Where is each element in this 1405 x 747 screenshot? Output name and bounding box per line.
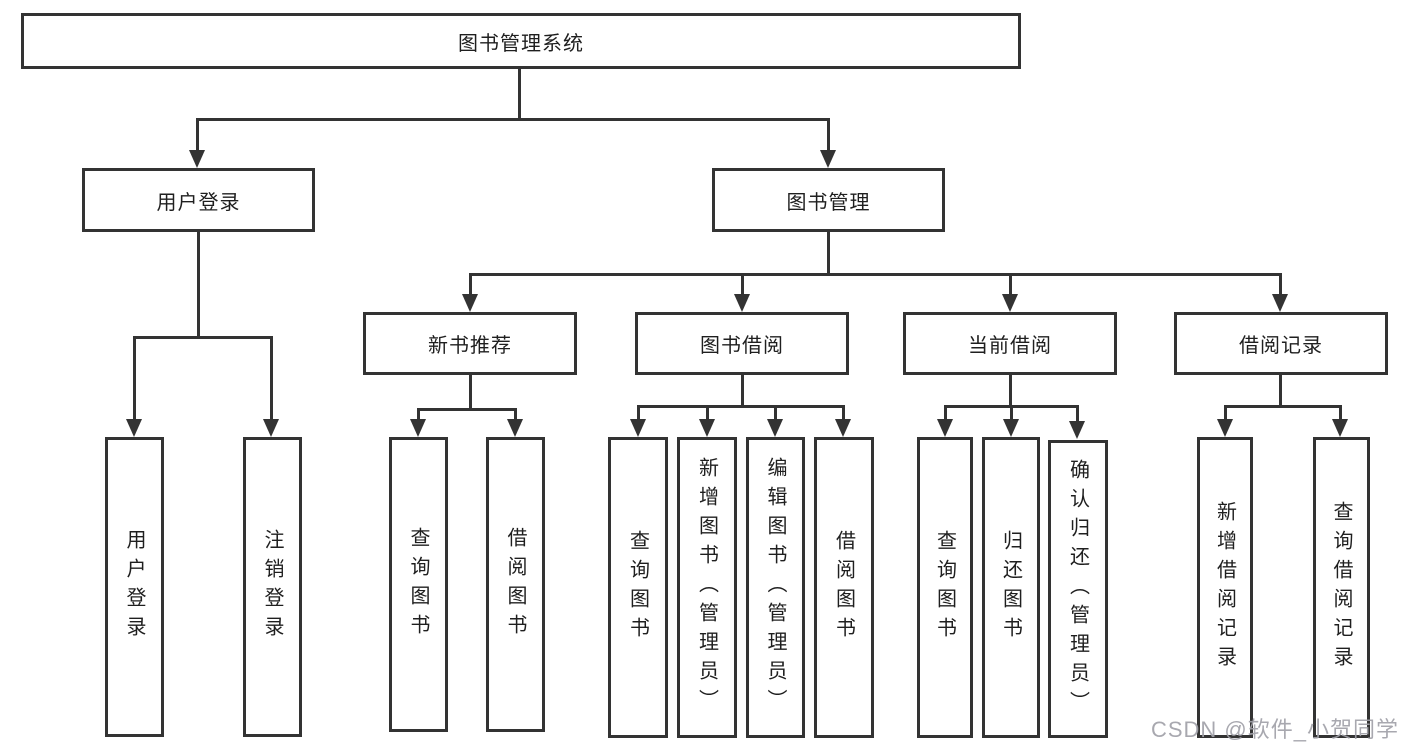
connector-hline: [1224, 405, 1342, 408]
connector-vline: [827, 232, 830, 273]
leaf-current-query-books: 查询图书: [917, 437, 973, 738]
arrow-down-icon: [1069, 421, 1085, 439]
arrow-down-icon: [1003, 419, 1019, 437]
connector-hline: [133, 336, 273, 339]
connector-vline: [469, 375, 472, 408]
connector-stem: [637, 405, 640, 421]
connector-vline: [1279, 375, 1282, 405]
arrow-down-icon: [937, 419, 953, 437]
leaf-label: 确认归还（管理员）: [1066, 458, 1089, 720]
leaf-label: 新增图书（管理员）: [695, 457, 718, 718]
connector-stem: [514, 408, 517, 421]
node-current-borrowing: 当前借阅: [903, 312, 1117, 375]
connector-vline: [741, 375, 744, 405]
connector-hline: [417, 408, 517, 411]
leaf-label: 查询图书: [626, 529, 649, 646]
connector-stem: [944, 405, 947, 421]
node-book-borrowing: 图书借阅: [635, 312, 849, 375]
connector-stem: [1224, 405, 1227, 421]
connector-stem: [270, 336, 273, 421]
connector-stem: [1076, 405, 1079, 421]
connector-stem: [417, 408, 420, 421]
connector-stem: [133, 336, 136, 421]
leaf-label: 查询图书: [933, 529, 956, 646]
connector-stem: [706, 405, 709, 421]
arrow-down-icon: [126, 419, 142, 437]
connector-vline: [518, 69, 521, 118]
arrow-down-icon: [507, 419, 523, 437]
leaf-confirm-return-admin: 确认归还（管理员）: [1048, 440, 1108, 738]
connector-stem: [1009, 273, 1012, 296]
arrow-down-icon: [699, 419, 715, 437]
node-root: 图书管理系统: [21, 13, 1021, 69]
connector-stem: [1279, 273, 1282, 296]
leaf-label: 借阅图书: [504, 526, 526, 643]
connector-hline: [469, 273, 1282, 276]
connector-stem: [842, 405, 845, 421]
leaf-label: 编辑图书（管理员）: [764, 457, 786, 718]
connector-vline: [197, 232, 200, 336]
arrow-down-icon: [820, 150, 836, 168]
leaf-label: 查询借阅记录: [1330, 500, 1352, 675]
leaf-label: 用户登录: [123, 529, 145, 645]
arrow-down-icon: [767, 419, 783, 437]
connector-stem: [774, 405, 777, 421]
connector-stem: [741, 273, 744, 296]
arrow-down-icon: [189, 150, 205, 168]
leaf-label: 新增借阅记录: [1213, 500, 1236, 675]
leaf-add-borrow-record: 新增借阅记录: [1197, 437, 1253, 738]
watermark: CSDN @软件_小贺同学: [1150, 717, 1399, 742]
arrow-down-icon: [410, 419, 426, 437]
connector-stem: [827, 118, 830, 153]
connector-vline: [1009, 375, 1012, 405]
leaf-label: 借阅图书: [832, 529, 855, 646]
arrow-down-icon: [462, 294, 478, 312]
leaf-borrowing-query-books: 查询图书: [608, 437, 668, 738]
connector-stem: [1339, 405, 1342, 421]
leaf-label: 注销登录: [261, 529, 283, 645]
arrow-down-icon: [1272, 294, 1288, 312]
leaf-edit-books-admin: 编辑图书（管理员）: [746, 437, 805, 738]
leaf-add-books-admin: 新增图书（管理员）: [677, 437, 737, 738]
connector-stem: [1010, 405, 1013, 421]
connector-hline: [637, 405, 845, 408]
arrow-down-icon: [734, 294, 750, 312]
node-user-login: 用户登录: [82, 168, 315, 232]
arrow-down-icon: [1002, 294, 1018, 312]
arrow-down-icon: [1332, 419, 1348, 437]
leaf-label: 归还图书: [999, 529, 1022, 646]
leaf-label: 查询图书: [407, 526, 429, 643]
node-book-management: 图书管理: [712, 168, 945, 232]
arrow-down-icon: [263, 419, 279, 437]
node-new-book-recommend: 新书推荐: [363, 312, 577, 375]
arrow-down-icon: [835, 419, 851, 437]
leaf-user-login: 用户登录: [105, 437, 164, 737]
arrow-down-icon: [630, 419, 646, 437]
arrow-down-icon: [1217, 419, 1233, 437]
leaf-recommend-query-books: 查询图书: [389, 437, 448, 732]
connector-stem: [469, 273, 472, 296]
node-borrow-records: 借阅记录: [1174, 312, 1388, 375]
leaf-logout: 注销登录: [243, 437, 302, 737]
leaf-borrowing-borrow-books: 借阅图书: [814, 437, 874, 738]
leaf-query-borrow-record: 查询借阅记录: [1313, 437, 1370, 738]
connector-stem: [196, 118, 199, 153]
leaf-recommend-borrow-books: 借阅图书: [486, 437, 545, 732]
leaf-return-books: 归还图书: [982, 437, 1040, 738]
connector-hline: [196, 118, 830, 121]
